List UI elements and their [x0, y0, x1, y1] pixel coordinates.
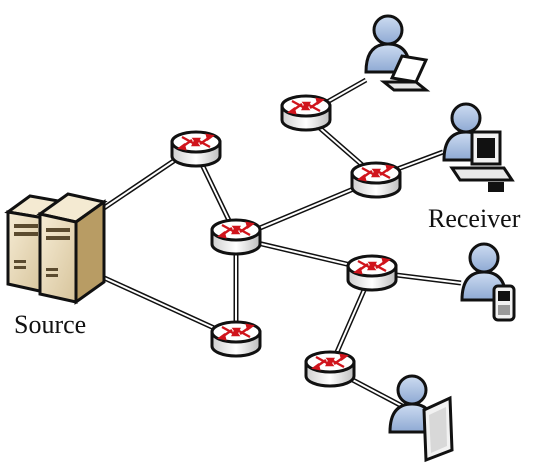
router-icon	[170, 130, 222, 168]
user-tablet-icon	[388, 374, 454, 463]
router-icon	[346, 254, 398, 292]
user-desktop-icon	[442, 102, 515, 192]
network-links	[93, 77, 462, 409]
receiver-label: Receiver	[428, 204, 521, 233]
server-icon	[4, 192, 108, 305]
router-icon	[210, 320, 262, 358]
router-icon	[280, 94, 332, 132]
router-icon	[304, 350, 356, 388]
router-icon	[210, 218, 262, 256]
user-laptop-icon	[364, 14, 431, 92]
user-phone-icon	[460, 242, 516, 322]
router-icon	[350, 161, 402, 199]
source-label: Source	[14, 310, 87, 339]
